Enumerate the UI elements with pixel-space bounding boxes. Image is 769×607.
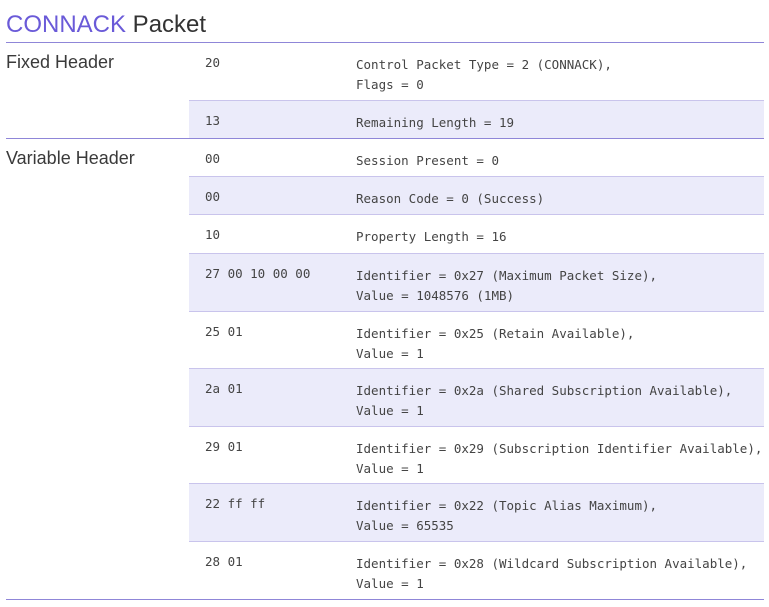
byte-description: Identifier = 0x25 (Retain Available), Va… xyxy=(356,326,635,361)
section-label-fixed-header: Fixed Header xyxy=(6,52,115,72)
byte-description: Control Packet Type = 2 (CONNACK), Flags… xyxy=(356,57,612,92)
hex-bytes: 20 xyxy=(205,55,221,70)
byte-description: Identifier = 0x29 (Subscription Identifi… xyxy=(356,441,763,476)
table-row: 22 ff ff Identifier = 0x22 (Topic Alias … xyxy=(189,484,764,542)
hex-bytes: 13 xyxy=(205,113,221,128)
byte-description: Identifier = 0x2a (Shared Subscription A… xyxy=(356,383,733,418)
hex-bytes: 00 xyxy=(205,151,221,166)
title-packet-name: CONNACK xyxy=(6,11,127,38)
hex-bytes: 2a 01 xyxy=(205,381,243,396)
table-bottom-rule xyxy=(6,599,764,600)
table-row: 00 Session Present = 0 xyxy=(189,139,764,177)
byte-description: Identifier = 0x27 (Maximum Packet Size),… xyxy=(356,268,658,303)
byte-description: Reason Code = 0 (Success) xyxy=(356,191,545,206)
variable-header-section: Variable Header 00 Session Present = 0 0… xyxy=(6,138,764,599)
section-divider xyxy=(6,138,764,139)
fixed-header-section: Fixed Header 20 Control Packet Type = 2 … xyxy=(6,42,764,139)
byte-description: Remaining Length = 19 xyxy=(356,115,515,130)
section-divider xyxy=(6,42,764,43)
table-row: 25 01 Identifier = 0x25 (Retain Availabl… xyxy=(189,312,764,369)
table-row: 13 Remaining Length = 19 xyxy=(189,101,764,139)
hex-bytes: 00 xyxy=(205,189,221,204)
title-suffix: Packet xyxy=(126,11,207,38)
byte-description: Identifier = 0x28 (Wildcard Subscription… xyxy=(356,556,748,591)
table-row: 2a 01 Identifier = 0x2a (Shared Subscrip… xyxy=(189,369,764,427)
hex-bytes: 29 01 xyxy=(205,439,243,454)
byte-description: Property Length = 16 xyxy=(356,229,507,244)
table-row: 20 Control Packet Type = 2 (CONNACK), Fl… xyxy=(189,43,764,101)
hex-bytes: 10 xyxy=(205,227,221,242)
byte-description: Identifier = 0x22 (Topic Alias Maximum),… xyxy=(356,498,658,533)
table-row: 27 00 10 00 00 Identifier = 0x27 (Maximu… xyxy=(189,254,764,312)
hex-bytes: 22 ff ff xyxy=(205,496,266,511)
table-row: 28 01 Identifier = 0x28 (Wildcard Subscr… xyxy=(189,542,764,599)
page-title: CONNACK Packet xyxy=(6,10,206,40)
byte-description: Session Present = 0 xyxy=(356,153,499,168)
table-row: 10 Property Length = 16 xyxy=(189,215,764,254)
hex-bytes: 28 01 xyxy=(205,554,243,569)
table-row: 00 Reason Code = 0 (Success) xyxy=(189,177,764,215)
table-row: 29 01 Identifier = 0x29 (Subscription Id… xyxy=(189,427,764,484)
hex-bytes: 27 00 10 00 00 xyxy=(205,266,311,281)
section-label-variable-header: Variable Header xyxy=(6,148,135,168)
hex-bytes: 25 01 xyxy=(205,324,243,339)
